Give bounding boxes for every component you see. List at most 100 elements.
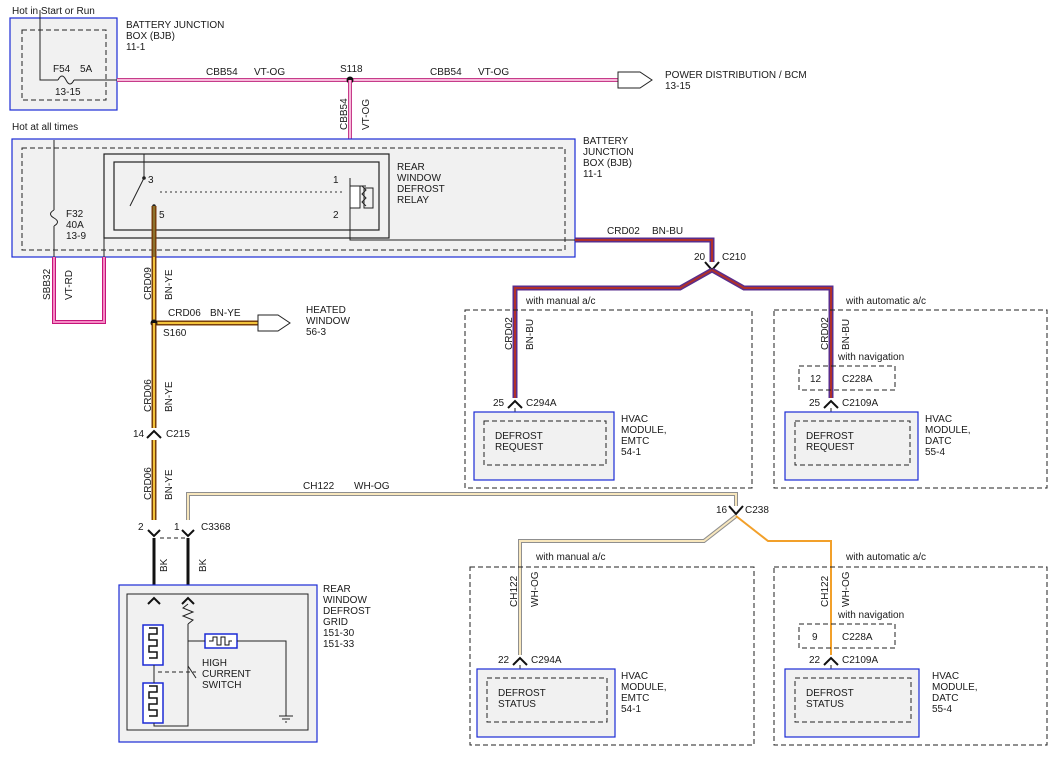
c3368-pin1-connector-icon — [181, 529, 195, 538]
bnye-h-label: BN-YE — [210, 308, 241, 319]
with-nav-2-label: with navigation — [837, 610, 904, 621]
grid-element-2-icon — [142, 682, 164, 724]
grid-ref1: 151-30 — [323, 628, 355, 639]
power-dist-connector-icon — [617, 71, 653, 89]
hvac-datc-1: HVAC — [925, 414, 952, 425]
hvac-datc-b2: MODULE, — [932, 682, 978, 693]
ch122-r-label: CH122 — [820, 575, 831, 607]
c2109a-bot-label: C2109A — [842, 655, 878, 666]
bnbu-r-label: BN-BU — [841, 319, 852, 350]
hvac-emtc-b3: EMTC — [621, 693, 649, 704]
defrost-stat-l2: STATUS — [498, 699, 536, 710]
manual-ac-region-1 — [464, 309, 753, 489]
hvac-datc-3: DATC — [925, 436, 951, 447]
f54-label: F54 — [53, 64, 71, 75]
relay-coil-out — [349, 208, 575, 241]
c210-pin: 20 — [694, 252, 706, 263]
c238-pin: 16 — [716, 505, 728, 516]
heated-window-connector-icon — [257, 314, 291, 332]
bnbu-top-label: BN-BU — [652, 226, 683, 237]
relay-title3: DEFROST — [397, 184, 445, 195]
hcs-ground-wire — [237, 640, 287, 716]
crd02-l-label: CRD02 — [504, 317, 515, 350]
relay-inner-box — [113, 161, 380, 231]
hvac-datc-ref: 55-4 — [925, 447, 945, 458]
bnye-3-label: BN-YE — [164, 469, 175, 500]
hvac-emtc-1: HVAC — [621, 414, 648, 425]
whog-split-right — [735, 515, 832, 655]
hvac-emtc-3: EMTC — [621, 436, 649, 447]
heated-label2: WINDOW — [306, 316, 350, 327]
s160-label: S160 — [163, 328, 187, 339]
hvac-emtc-stat-inner — [486, 677, 608, 723]
bk1-label: BK — [159, 558, 170, 572]
hvac-emtc-req-inner — [483, 420, 607, 466]
vtog-right-label: VT-OG — [478, 67, 509, 78]
crd02-top-wire-outer — [575, 237, 715, 262]
c294a-bot-label: C294A — [531, 655, 562, 666]
s118-label: S118 — [340, 64, 363, 75]
c215-label: C215 — [166, 429, 190, 440]
vtog-left-label: VT-OG — [254, 67, 285, 78]
hvac-emtc-bref: 54-1 — [621, 704, 641, 715]
c215-connector-icon — [146, 429, 162, 439]
hvac-datc-b3: DATC — [932, 693, 958, 704]
manual-ac-1-label: with manual a/c — [525, 296, 595, 307]
c228a-top-box — [798, 365, 896, 391]
hcs-element-zigzag — [209, 636, 232, 646]
hvac-emtc-ref: 54-1 — [621, 447, 641, 458]
bnye-2-label: BN-YE — [164, 381, 175, 412]
bnbu-l-label: BN-BU — [525, 319, 536, 350]
c3368-pin2: 2 — [138, 522, 144, 533]
grid-inner — [126, 593, 309, 731]
relay-pin2: 2 — [333, 210, 339, 221]
relay-coil-icon — [349, 185, 361, 209]
bnye-1-label: BN-YE — [164, 269, 175, 300]
c228a-bot-box — [798, 623, 896, 649]
crd06-h-label: CRD06 — [168, 308, 201, 319]
hvac-emtc-stat-box — [476, 668, 616, 738]
auto-ac-1-label: with automatic a/c — [845, 296, 926, 307]
c3368-pin2-connector-icon — [147, 529, 161, 538]
auto-ac-region-2 — [773, 566, 1048, 746]
cbb54-vert-label: CBB54 — [339, 98, 350, 130]
defrost-stat-l1: DEFROST — [498, 688, 546, 699]
sbb32-label: SBB32 — [42, 268, 53, 300]
hvac-emtc-2: MODULE, — [621, 425, 667, 436]
heated-ref: 56-3 — [306, 327, 326, 338]
grid-title1: REAR — [323, 584, 351, 595]
f32-amp: 40A — [66, 220, 84, 231]
c294a-top-pin: 25 — [493, 398, 505, 409]
c228a-bot-label: C228A — [842, 632, 873, 643]
grid-element-1-icon — [142, 624, 164, 666]
cbb54-left-label: CBB54 — [206, 67, 238, 78]
hcs-switch-arm — [187, 665, 197, 679]
heated-label1: HEATED — [306, 305, 346, 316]
with-nav-1-label: with navigation — [837, 352, 904, 363]
hcs-label2: CURRENT — [202, 669, 251, 680]
c238-label: C238 — [745, 505, 769, 516]
c238-connector-icon — [728, 505, 744, 516]
c2109a-top-pin: 25 — [809, 398, 821, 409]
crd02-top-wire-core — [575, 239, 713, 262]
crd02-split-wire-core — [514, 269, 713, 398]
hvac-emtc-req-box — [473, 411, 615, 481]
hvac-datc-2: MODULE, — [925, 425, 971, 436]
c228a-top-label: C228A — [842, 374, 873, 385]
sbb32-wire-core — [53, 257, 105, 323]
c228a-top-pin: 12 — [810, 374, 822, 385]
defrost-req-r2: REQUEST — [806, 442, 854, 453]
whog-l-label: WH-OG — [530, 571, 541, 607]
defrost-stat-r1: DEFROST — [806, 688, 854, 699]
c3368-pin1: 1 — [174, 522, 180, 533]
hot-all-times-label: Hot at all times — [12, 122, 78, 133]
c2109a-bot-pin: 22 — [809, 655, 821, 666]
auto-ac-region-1 — [773, 309, 1048, 489]
c294a-top-connector-icon — [507, 399, 523, 409]
defrost-req-l2: REQUEST — [495, 442, 543, 453]
sbb32-wire-outer — [52, 257, 106, 324]
ch122-l-label: CH122 — [509, 575, 520, 607]
f54-fuse-icon — [57, 75, 75, 85]
c294a-bot-pin: 22 — [498, 655, 510, 666]
relay-switch-arm — [129, 177, 145, 207]
